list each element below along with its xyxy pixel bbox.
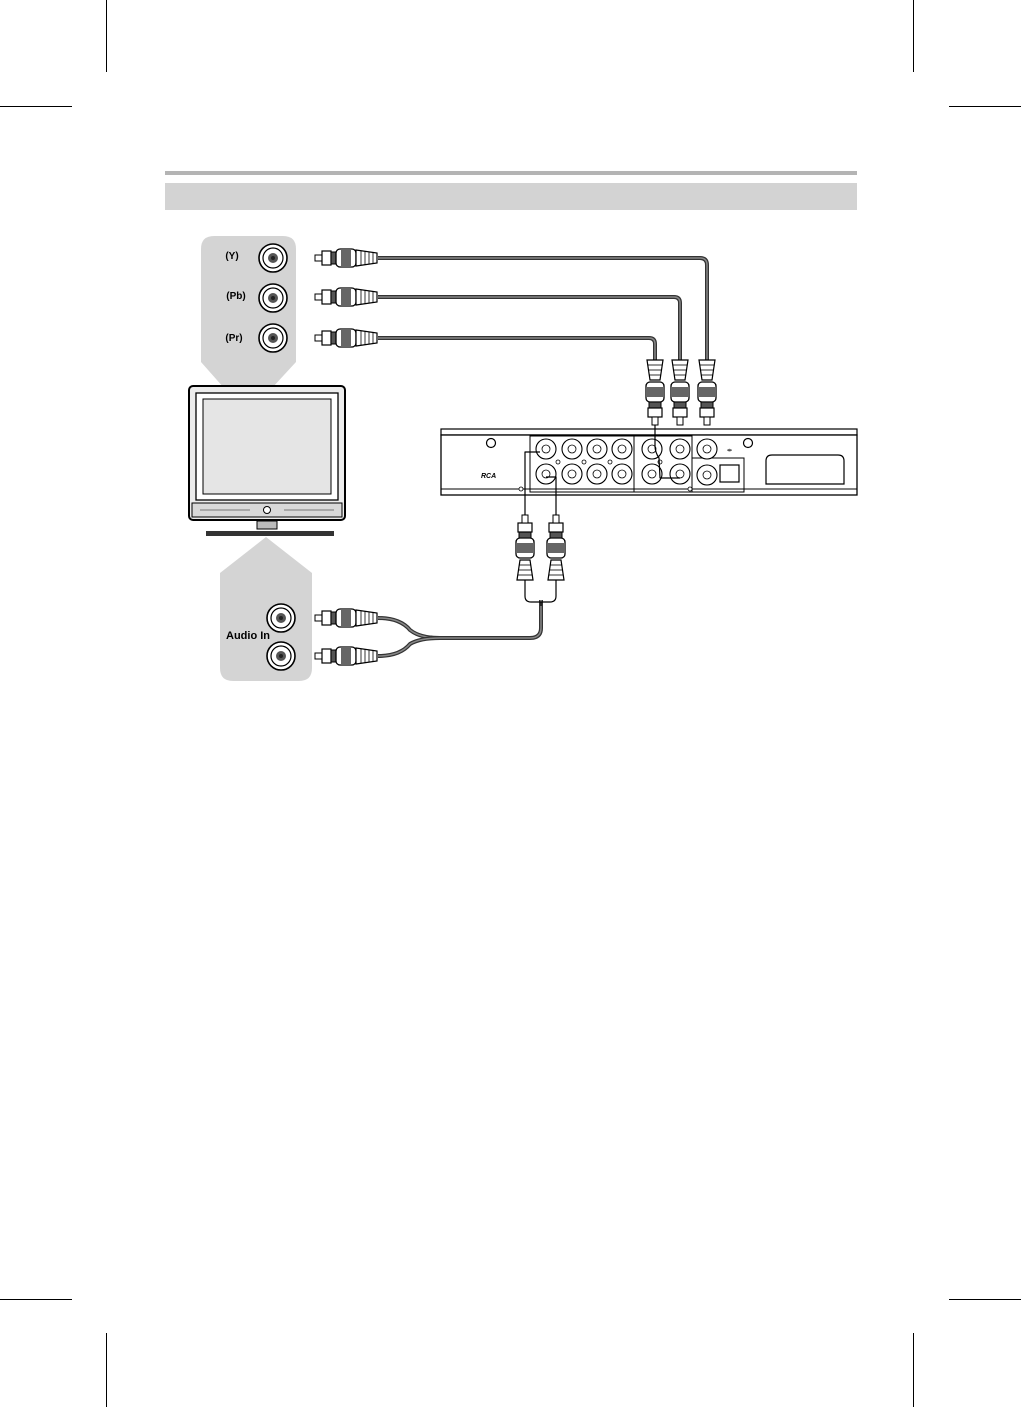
rca-plug-player-y: [698, 360, 716, 425]
rca-plug-player-pb: [671, 360, 689, 425]
tv-jack-audio-2: [267, 642, 295, 670]
scart-port: [766, 455, 844, 484]
audio-input-panel: [220, 537, 312, 681]
dvd-player-rear-panel: RCA ⇹: [441, 429, 857, 495]
rca-plug-player-pr: [646, 360, 664, 425]
optical-port: [720, 465, 739, 482]
rca-plug-tv-audio-1: [315, 609, 377, 627]
rca-plug-tv-y: [315, 249, 377, 267]
tv-jack-pr: [259, 324, 287, 352]
rca-plug-tv-pb: [315, 288, 377, 306]
rca-plug-tv-pr: [315, 329, 377, 347]
tv-jack-y: [259, 244, 287, 272]
usb-symbol: ⇹: [727, 448, 732, 454]
tv-jack-audio-1: [267, 604, 295, 632]
label-audio-in: Audio In: [226, 630, 270, 642]
rca-plug-player-audio-left: [516, 515, 534, 580]
label-pr: (Pr): [225, 333, 242, 344]
television: [189, 386, 345, 536]
player-brand: RCA: [481, 473, 496, 480]
tv-jack-pb: [259, 284, 287, 312]
rca-plug-player-audio-right: [547, 515, 565, 580]
label-pb: (Pb): [226, 291, 245, 302]
rca-plug-tv-audio-2: [315, 647, 377, 665]
component-video-cables: [378, 258, 707, 360]
label-y: (Y): [225, 251, 238, 262]
